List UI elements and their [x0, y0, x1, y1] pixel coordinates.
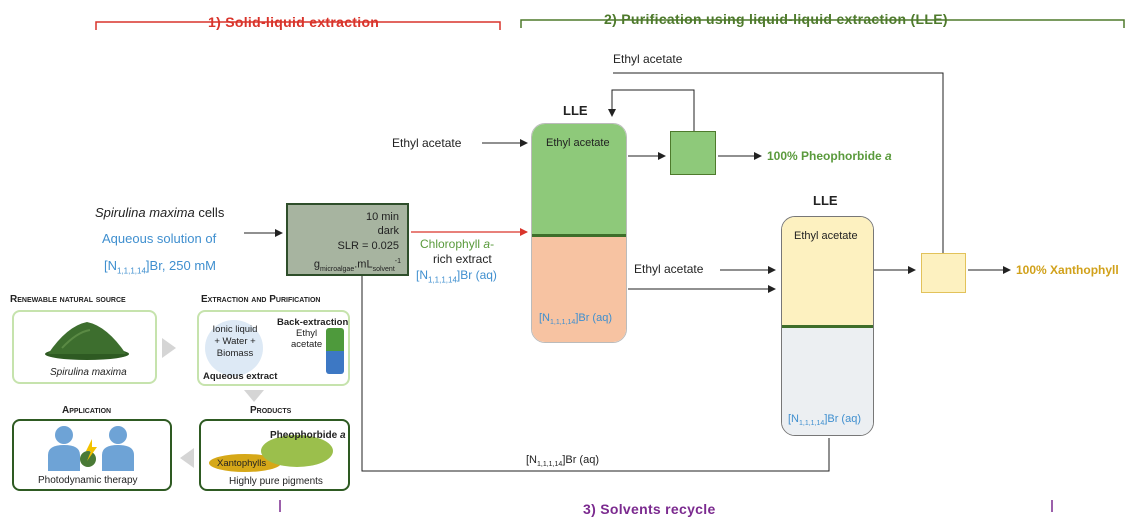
- stage1-header: 1) Solid-liquid extraction: [208, 14, 380, 30]
- lle1-bottom-label: [N1,1,1,14]Br (aq): [539, 312, 612, 327]
- mixture-label: Ionic liquid + Water + Biomass: [212, 324, 258, 359]
- return-line: [358, 257, 830, 472]
- extract-line2: rich extract: [433, 252, 492, 266]
- lle1-bottom-phase: [532, 237, 626, 342]
- extraction-box: 10 min dark SLR = 0.025 gmicroalgae.mLso…: [286, 203, 409, 276]
- xantho-recycle-line: [613, 72, 944, 254]
- extraction-time: 10 min: [365, 211, 399, 223]
- solution-label: Aqueous solution of: [102, 231, 217, 246]
- extraction-unit: gmicroalgae.mLsolvent-1: [313, 258, 401, 273]
- stage2-header: 2) Purification using liquid-liquid extr…: [604, 11, 948, 27]
- lle2-column: Ethyl acetate [N1,1,1,14]Br (aq): [781, 216, 874, 436]
- lle2-top-phase: [782, 217, 873, 328]
- stage1-bracket: [95, 21, 501, 30]
- lle1-feed-label: Ethyl acetate: [392, 136, 462, 150]
- pheophorbide-product: 100% Pheophorbide a: [767, 149, 892, 163]
- pigment-powders-icon: [209, 435, 333, 472]
- lle2-title: LLE: [813, 193, 838, 208]
- renewable-panel: Spirulina maxima: [12, 310, 157, 384]
- lle1-column: Ethyl acetate [N1,1,1,14]Br (aq): [531, 123, 627, 343]
- recycle-label: Ethyl acetate: [613, 52, 683, 66]
- application-panel: Photodynamic therapy: [12, 419, 172, 491]
- renewable-caption: Spirulina maxima: [50, 367, 127, 378]
- extract-line1: Chlorophyll a-: [420, 237, 495, 251]
- stage2-bracket: [520, 19, 1125, 28]
- solution-ion-label: [N1,1,1,14]Br, 250 mM: [104, 258, 216, 276]
- chevron-down-icon: [244, 390, 264, 402]
- lle1-top-phase: [532, 124, 626, 237]
- mixture-bubble: [205, 320, 263, 376]
- products-title: Products: [250, 405, 292, 416]
- lle2-top-label: Ethyl acetate: [794, 230, 858, 242]
- extraction-slr: SLR = 0.025: [337, 240, 399, 252]
- products-caption: Highly pure pigments: [229, 476, 323, 487]
- lle2-bottom-label: [N1,1,1,14]Br (aq): [788, 413, 861, 428]
- chevron-left-icon: [180, 448, 194, 468]
- products-panel: Pheophorbide a Xantophylls Highly pure p…: [199, 419, 350, 491]
- xantophylls-label: Xantophylls: [217, 458, 267, 469]
- xanthophyll-product: 100% Xanthophyll: [1016, 263, 1119, 277]
- extraction-panel: Ionic liquid + Water + Biomass Back-extr…: [197, 310, 350, 386]
- pheophorbide-separator: [670, 131, 716, 175]
- lle1-top-label: Ethyl acetate: [546, 137, 610, 149]
- return-ion-label: [N1,1,1,14]Br (aq): [526, 454, 599, 469]
- patients-icon: [48, 426, 134, 471]
- pheo-recycle-line: [608, 89, 695, 131]
- extraction-title: Extraction and Purification: [201, 294, 321, 305]
- extract-ion: [N1,1,1,14]Br (aq): [416, 268, 497, 285]
- application-caption: Photodynamic therapy: [38, 475, 138, 486]
- spirulina-powder-icon: [45, 322, 129, 360]
- back-extraction-label: Back-extraction: [277, 317, 349, 328]
- stage3-header: 3) Solvents recycle: [583, 501, 716, 517]
- cells-label: Spirulina maxima cells: [95, 205, 225, 220]
- extraction-condition: dark: [377, 225, 399, 237]
- lle2-feed-label: Ethyl acetate: [634, 262, 704, 276]
- graphical-abstract: Renewable natural source Spirulina maxim…: [6, 288, 357, 500]
- ethyl-label: Ethyl acetate: [291, 328, 323, 350]
- pheophorbide-label: Pheophorbide a: [270, 430, 346, 441]
- lle1-title: LLE: [563, 103, 588, 118]
- mini-tube: [326, 328, 344, 374]
- chevron-right-icon: [162, 338, 176, 358]
- renewable-title: Renewable natural source: [10, 294, 126, 305]
- aqueous-extract-label: Aqueous extract: [203, 371, 278, 382]
- xanthophyll-separator: [921, 253, 966, 293]
- application-title: Application: [62, 405, 112, 416]
- lle2-bottom-phase: [782, 328, 873, 435]
